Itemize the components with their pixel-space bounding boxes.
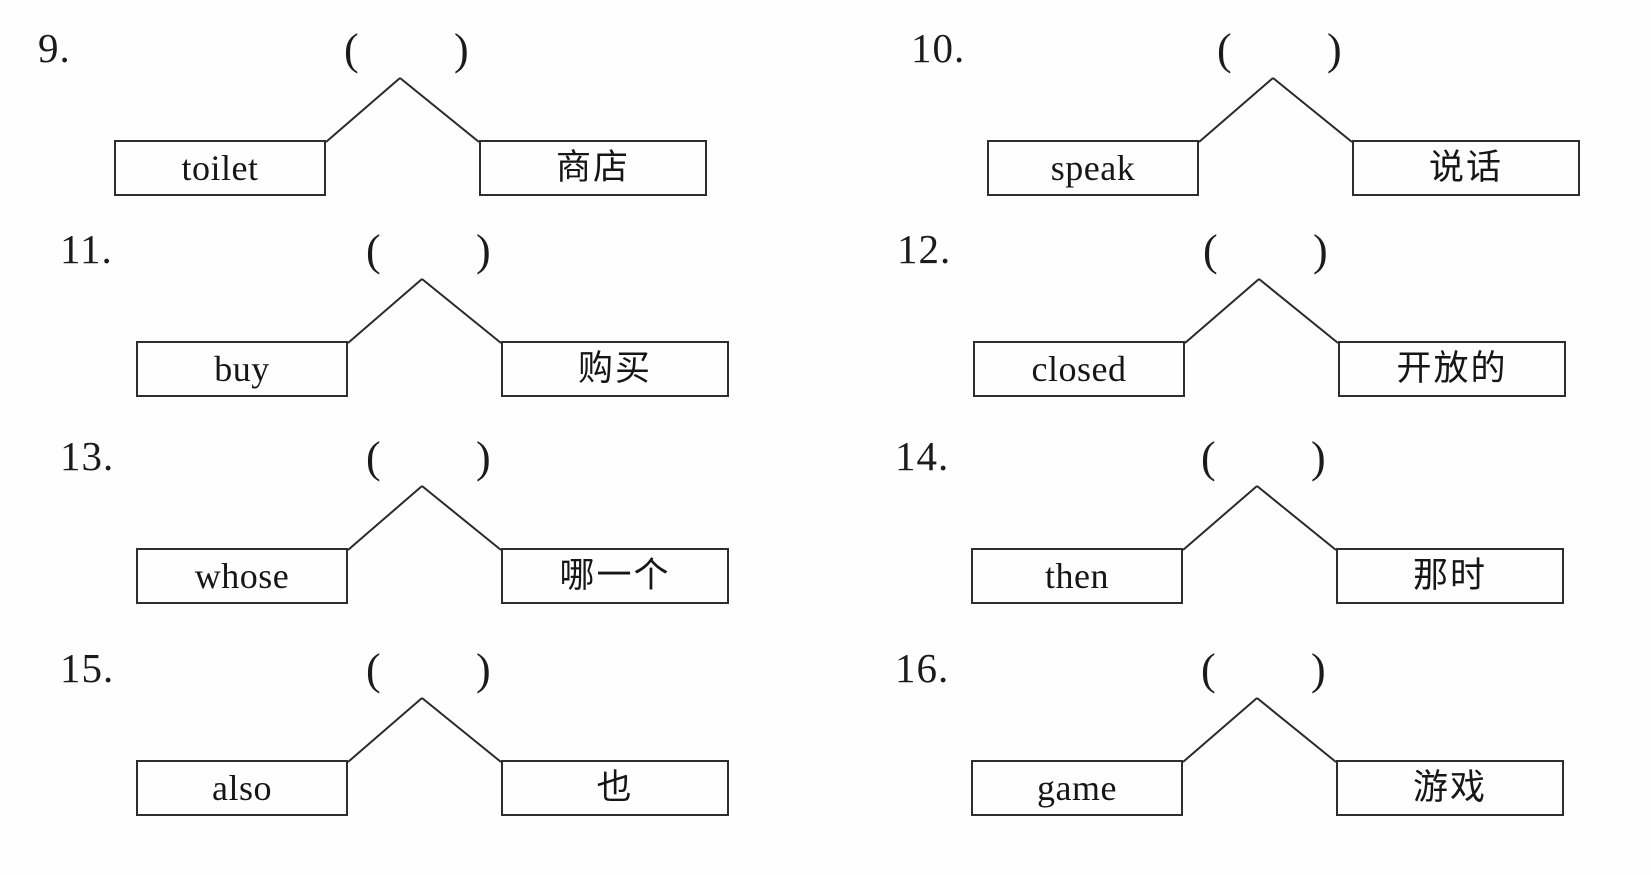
item-number: 11. — [60, 226, 113, 272]
answer-paren-close: ) — [1313, 226, 1328, 275]
connector-vee-lines — [1182, 485, 1337, 551]
answer-paren-open: ( — [1203, 226, 1218, 275]
chinese-word-box[interactable]: 哪一个 — [501, 548, 729, 604]
chinese-word-box[interactable]: 商店 — [479, 140, 707, 196]
english-word-box[interactable]: closed — [973, 341, 1185, 397]
english-word-box[interactable]: toilet — [114, 140, 326, 196]
chinese-word-box[interactable]: 那时 — [1336, 548, 1564, 604]
chinese-word-box[interactable]: 游戏 — [1336, 760, 1564, 816]
connector-vee-lines — [347, 485, 502, 551]
chinese-word-box[interactable]: 开放的 — [1338, 341, 1566, 397]
item-number: 15. — [60, 645, 115, 691]
english-word-label: toilet — [181, 148, 259, 188]
english-word-label: then — [1045, 556, 1109, 596]
english-word-box[interactable]: then — [971, 548, 1183, 604]
answer-paren-open: ( — [1217, 25, 1232, 74]
english-word-label: buy — [214, 349, 270, 389]
english-word-box[interactable]: whose — [136, 548, 348, 604]
english-word-box[interactable]: buy — [136, 341, 348, 397]
exercise-item: 16. () game 游戏 — [883, 642, 1583, 847]
exercise-item: 11. () buy 购买 — [48, 223, 748, 428]
exercise-item: 14. () then 那时 — [883, 430, 1583, 635]
answer-paren-open: ( — [366, 226, 381, 275]
english-word-box[interactable]: also — [136, 760, 348, 816]
connector-vee-lines — [1198, 77, 1353, 143]
connector-vee-lines — [347, 278, 502, 344]
chinese-word-label: 购买 — [577, 348, 652, 389]
chinese-word-label: 游戏 — [1412, 767, 1487, 808]
chinese-word-label: 开放的 — [1396, 348, 1508, 389]
connector-vee-lines — [325, 77, 480, 143]
english-word-label: whose — [194, 556, 290, 596]
item-number: 12. — [897, 226, 952, 272]
chinese-word-label: 那时 — [1412, 555, 1487, 596]
exercise-item: 9. () toilet 商店 — [26, 22, 726, 227]
english-word-label: also — [212, 768, 272, 808]
answer-paren-close: ) — [454, 25, 469, 74]
english-word-label: closed — [1031, 349, 1127, 389]
chinese-word-box[interactable]: 说话 — [1352, 140, 1580, 196]
chinese-word-label: 也 — [596, 767, 634, 808]
answer-paren-open: ( — [366, 433, 381, 482]
answer-paren-close: ) — [476, 226, 491, 275]
exercise-item: 15. () also 也 — [48, 642, 748, 847]
answer-paren-open: ( — [344, 25, 359, 74]
answer-paren-close: ) — [1311, 433, 1326, 482]
chinese-word-label: 说话 — [1428, 147, 1503, 188]
chinese-word-label: 商店 — [555, 147, 630, 188]
answer-paren-close: ) — [1311, 645, 1326, 694]
item-number: 10. — [911, 25, 966, 71]
item-number: 14. — [895, 433, 950, 479]
item-number: 16. — [895, 645, 950, 691]
answer-paren-close: ) — [1327, 25, 1342, 74]
english-word-label: game — [1037, 768, 1117, 808]
answer-paren-open: ( — [1201, 433, 1216, 482]
exercise-item: 13. () whose 哪一个 — [48, 430, 748, 635]
chinese-word-box[interactable]: 也 — [501, 760, 729, 816]
exercise-item: 12. () closed 开放的 — [885, 223, 1585, 428]
item-number: 9. — [38, 25, 71, 71]
answer-paren-close: ) — [476, 433, 491, 482]
connector-vee-lines — [1182, 697, 1337, 763]
answer-paren-close: ) — [476, 645, 491, 694]
chinese-word-box[interactable]: 购买 — [501, 341, 729, 397]
chinese-word-label: 哪一个 — [559, 555, 671, 596]
answer-paren-open: ( — [1201, 645, 1216, 694]
english-word-label: speak — [1050, 148, 1136, 188]
answer-paren-open: ( — [366, 645, 381, 694]
connector-vee-lines — [347, 697, 502, 763]
connector-vee-lines — [1184, 278, 1339, 344]
item-number: 13. — [60, 433, 115, 479]
english-word-box[interactable]: game — [971, 760, 1183, 816]
exercise-item: 10. () speak 说话 — [899, 22, 1599, 227]
english-word-box[interactable]: speak — [987, 140, 1199, 196]
